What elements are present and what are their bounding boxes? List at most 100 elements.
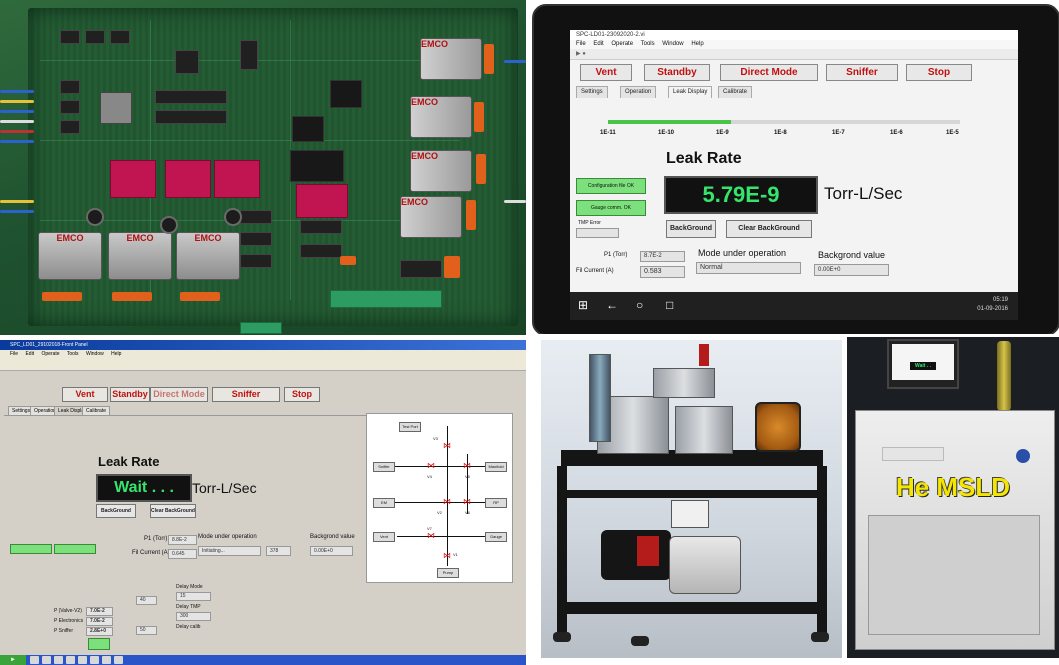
emco-module: EMCO [176,232,240,280]
standby-button[interactable]: Standby [644,64,710,81]
menu-window[interactable]: Window [85,351,104,357]
valve-icon[interactable]: ⋈ [443,497,451,506]
taskbar-app-icon[interactable] [78,656,87,664]
tab-operation[interactable]: Operation [620,86,657,98]
p-sniffer-value: 2.8E+0 [86,627,113,636]
valve-icon[interactable]: ⋈ [427,461,435,470]
tab-calibrate[interactable]: Calibrate [82,406,111,416]
menu-bar: File Edit Operate Tools Window Help [0,350,526,358]
delay-tmp-value: 300 [176,612,211,621]
vent-button[interactable]: Vent [62,387,108,402]
windows-start-icon[interactable]: ⊞ [578,298,589,312]
task-view-icon[interactable]: □ [666,298,674,312]
valve-icon[interactable]: ⋈ [443,551,451,560]
delay-mode-label: Delay Mode [176,584,203,590]
stop-button[interactable]: Stop [906,64,972,81]
front-panel-door [868,515,1040,635]
emco-module: EMCO [400,196,462,238]
emco-label: EMCO [194,233,222,243]
toolbar [0,358,526,371]
p-electronics-value: 7.0E-2 [86,617,113,626]
stop-icon[interactable]: ● [582,51,586,57]
taskbar-app-icon[interactable] [30,656,39,664]
small-field-50: 50 [136,626,157,635]
back-arrow-icon[interactable]: ← [606,298,618,312]
p-valve-value: 7.0E-2 [86,607,113,616]
motor [601,530,671,580]
background-button[interactable]: BackGround [666,220,716,238]
taskbar-app-icon[interactable] [90,656,99,664]
traco-module [296,184,348,218]
leak-rate-unit: Torr-L/Sec [192,480,257,496]
windows-xp-taskbar: ► [0,655,526,665]
menu-file[interactable]: File [10,351,19,357]
sniffer-button[interactable]: Sniffer [212,387,280,402]
menu-operate[interactable]: Operate [611,41,634,47]
menu-operate[interactable]: Operate [41,351,60,357]
clear-background-button[interactable]: Clear BackGround [726,220,812,238]
windows-taskbar: ⊞ ← ○ □ 05:19 01-09-2016 [570,292,1018,320]
node: Vent [373,532,395,542]
background-button[interactable]: BackGround [96,504,136,518]
node: Pump [437,568,459,578]
menu-edit[interactable]: Edit [25,351,35,357]
taskbar-app-icon[interactable] [102,656,111,664]
vertical-board [589,354,611,442]
node: Test Port [399,422,421,432]
analyzer-box [675,406,733,454]
node: Sniffer [373,462,395,472]
run-arrow-icon[interactable]: ▶ [576,51,581,57]
valve-icon[interactable]: ⋈ [443,441,451,450]
clear-background-button[interactable]: Clear BackGround [150,504,196,518]
emco-module: EMCO [420,38,482,80]
fil-current-value: 0.645 [168,549,197,559]
clock-date: 01-09-2016 [977,306,1008,312]
menu-help[interactable]: Help [111,351,122,357]
delay-mode-value: 15 [176,592,211,601]
valve-icon[interactable]: ⋈ [463,497,471,506]
tab-leak-display[interactable]: Leak Display [668,86,713,98]
leak-scale-track [608,120,960,124]
status-indicator-1 [10,544,52,554]
valve-icon[interactable]: ⋈ [463,461,471,470]
scale-tick: 1E-7 [832,130,845,136]
taskbar-app-icon[interactable] [114,656,123,664]
rotary-pump [669,536,741,594]
home-circle-icon[interactable]: ○ [636,298,644,312]
menu-file[interactable]: File [576,41,586,47]
taskbar-app-icon[interactable] [54,656,63,664]
valve-label: V1 [453,552,458,557]
standby-button[interactable]: Standby [110,387,150,402]
red-pump-label [637,536,659,566]
tab-calibrate[interactable]: Calibrate [718,86,753,98]
stop-button[interactable]: Stop [284,387,320,402]
sniffer-button[interactable]: Sniffer [826,64,898,81]
p1-label: P1 (Torr) [144,536,168,542]
menu-edit[interactable]: Edit [593,41,604,47]
valve-icon[interactable]: ⋈ [427,531,435,540]
menu-window[interactable]: Window [662,41,684,47]
menu-tools[interactable]: Tools [66,351,79,357]
node: Gauge [485,532,507,542]
pcb-photo: EMCO EMCO EMCO EMCO EMCO EMCO EMCO [0,0,526,335]
status-indicator-2 [54,544,96,554]
emco-label: EMCO [56,233,84,243]
leak-scale-fill [608,120,731,124]
valve-label: V5 [465,474,470,479]
direct-mode-button[interactable]: Direct Mode [150,387,208,402]
traco-module [214,160,260,198]
leak-detector-cart-photo [541,340,842,658]
tab-settings[interactable]: Settings [576,86,608,98]
taskbar-app-icon[interactable] [42,656,51,664]
direct-mode-button[interactable]: Direct Mode [720,64,818,81]
vent-button[interactable]: Vent [580,64,632,81]
start-button[interactable]: ► [0,655,26,665]
gas-cylinder [997,341,1011,411]
counter-value: 378 [266,546,291,556]
mode-label: Mode under operation [198,534,257,540]
emco-module: EMCO [108,232,172,280]
menu-tools[interactable]: Tools [640,41,655,47]
taskbar-app-icon[interactable] [66,656,75,664]
he-msld-photo: Wait . . He MSLD [847,337,1059,658]
menu-help[interactable]: Help [691,41,704,47]
